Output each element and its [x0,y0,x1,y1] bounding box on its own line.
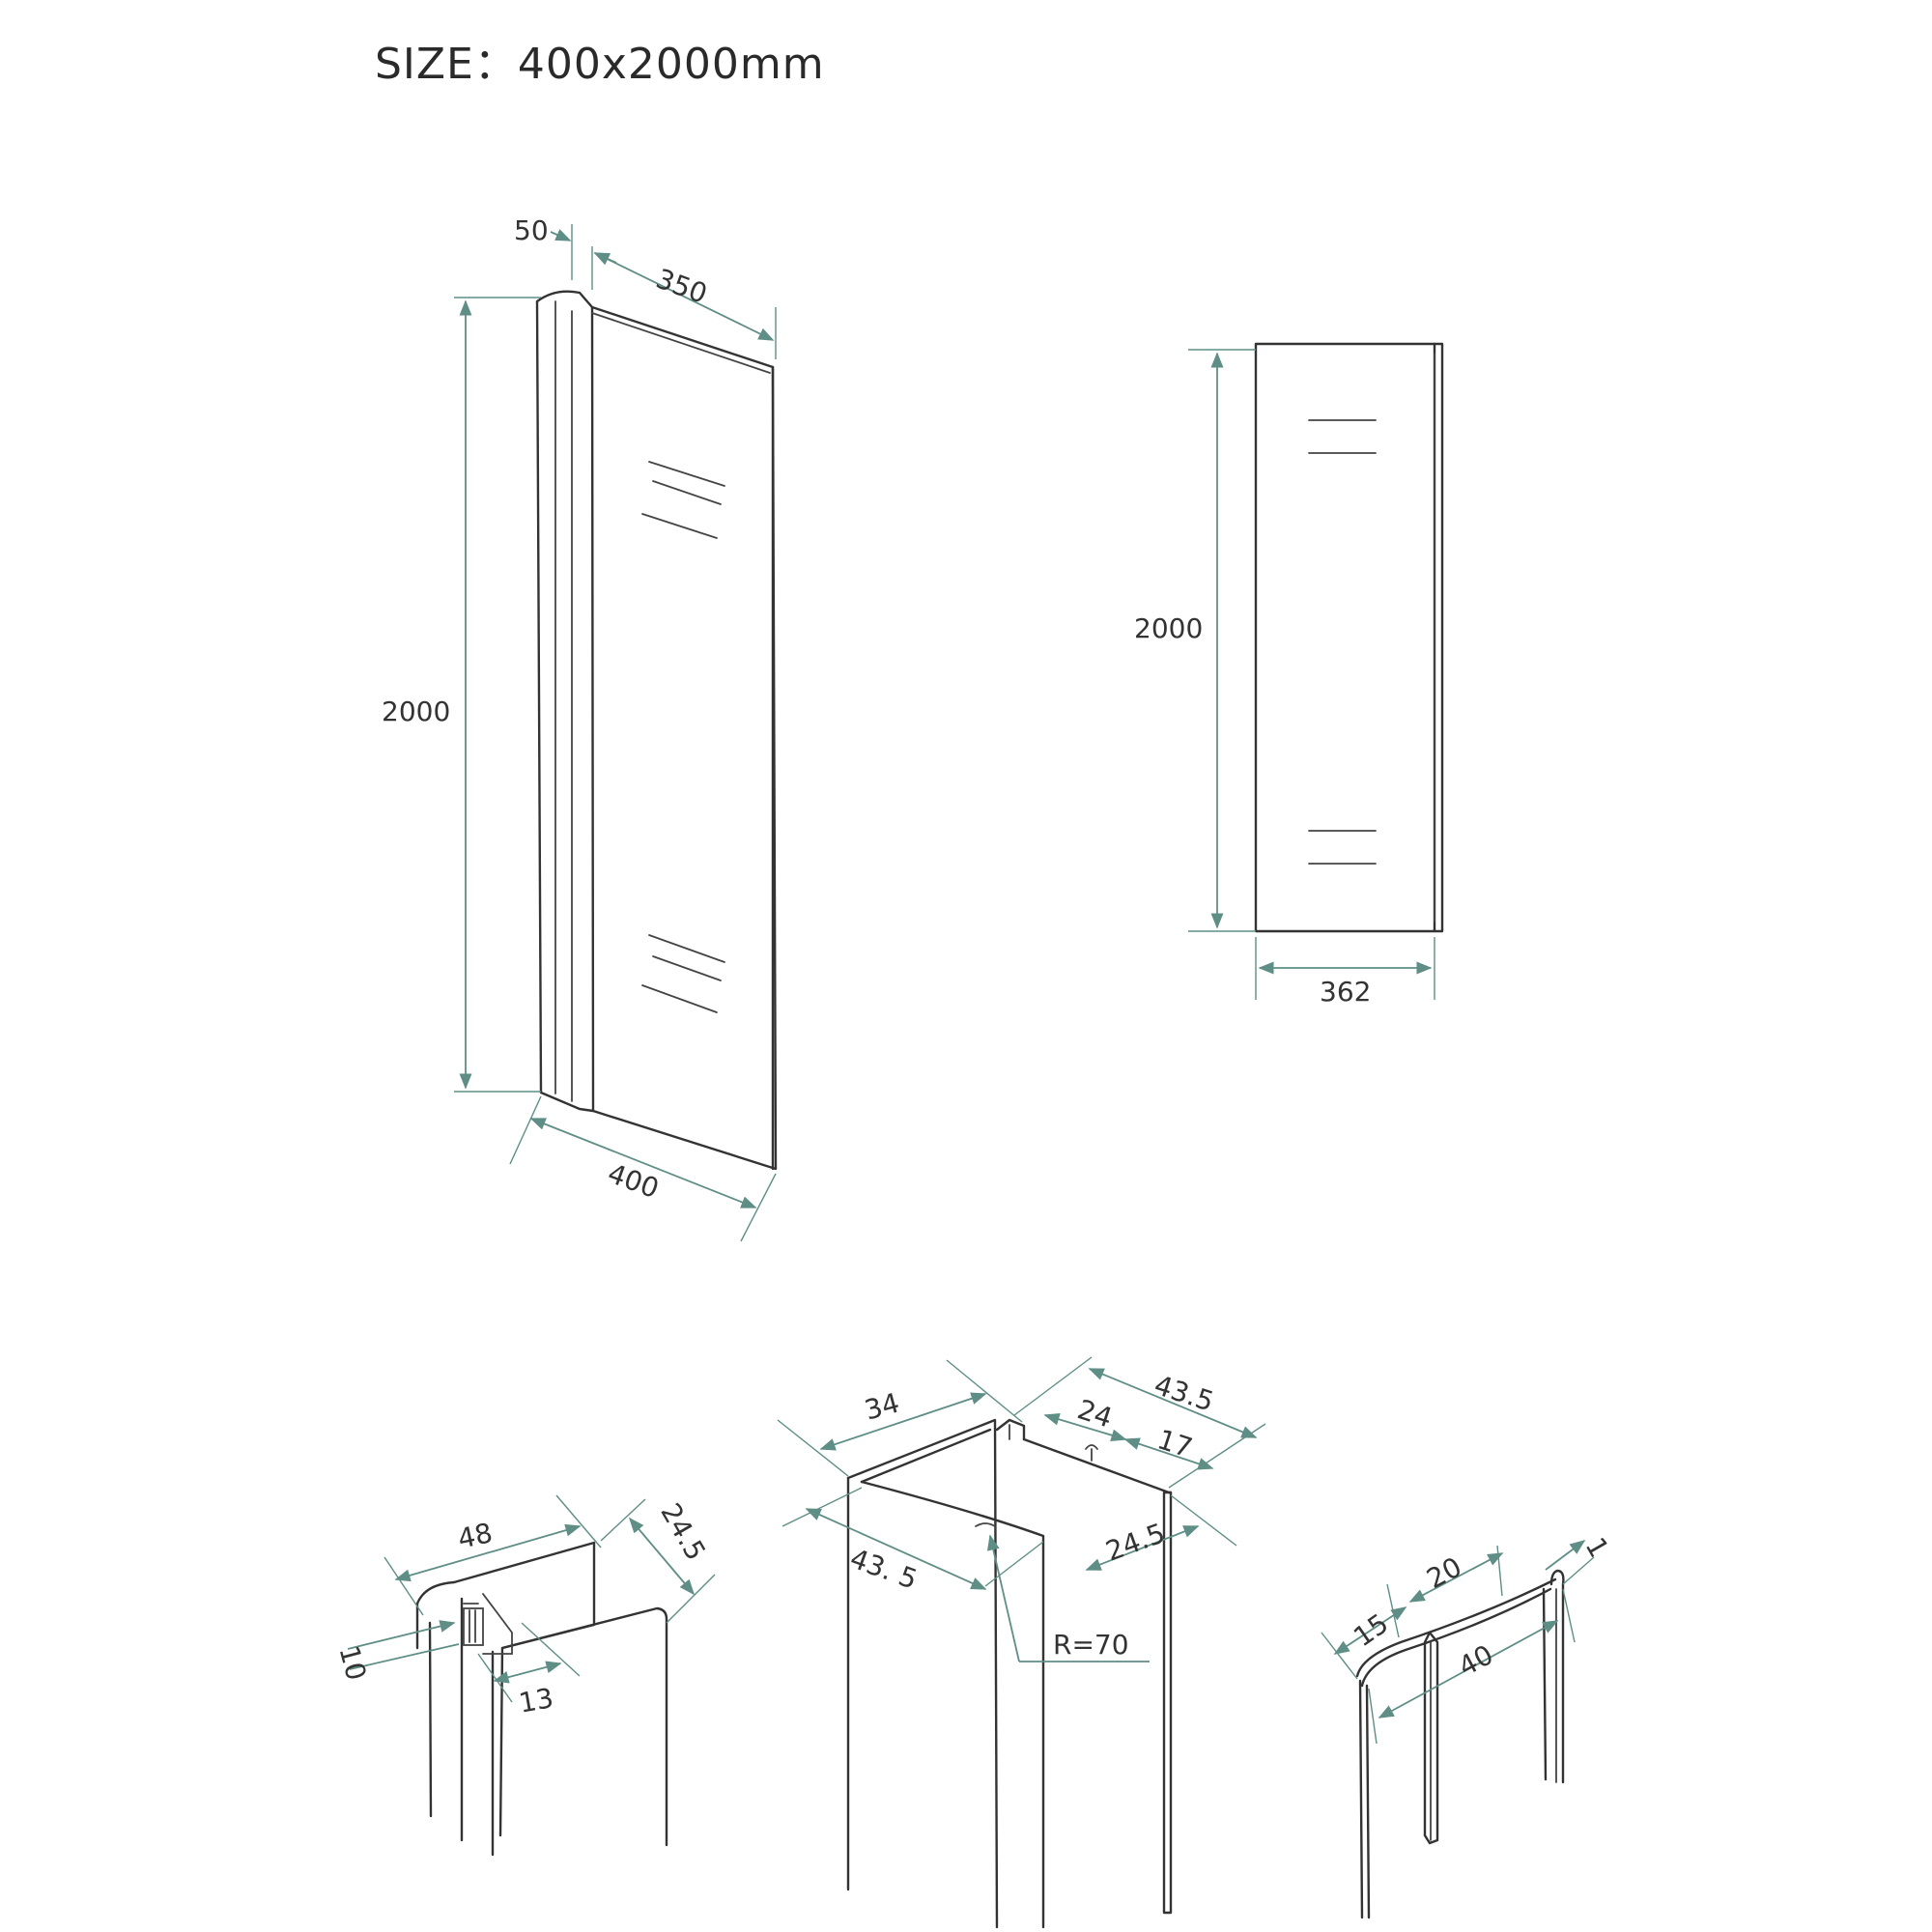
glass-width-label: 350 [652,263,712,310]
size-title: SIZE：400x2000mm [375,40,825,89]
total-width-label: 400 [604,1157,664,1205]
fixed-width-label: 362 [1320,976,1371,1008]
wall-profile-drawing: 48 24.5 10 13 [333,1494,716,1857]
hinge-offset-label: 17 [1153,1423,1196,1463]
seal-span-label: 20 [1422,1550,1467,1595]
hinge-top-left-label: 34 [862,1386,903,1426]
hinge-inner-label: 24 [1073,1393,1116,1434]
fixed-height-label: 2000 [1134,612,1203,644]
seal-lip-label: 15 [1348,1607,1394,1653]
hinged-height-label: 2000 [382,696,450,727]
wall-gap-label: 10 [333,1642,373,1684]
hinge-profile-drawing: 34 43.5 24 17 24.5 43. 5 R=70 [777,1356,1266,1929]
hinge-width-label: 50 [514,214,549,246]
hinge-arc-label: 43. 5 [846,1542,922,1595]
hinged-panel-drawing: 2000 50 350 400 [382,214,778,1242]
seal-total-label: 40 [1453,1638,1498,1683]
hinge-top-right-label: 43.5 [1151,1369,1217,1418]
fixed-panel-drawing: 2000 362 [1134,342,1444,1008]
wall-slot-label: 13 [517,1682,556,1719]
seal-profile-drawing: 15 20 1 40 [1321,1532,1615,1919]
hinge-side-label: 24.5 [1101,1517,1169,1567]
hinge-radius-label: R=70 [1053,1629,1129,1661]
wall-depth-label: 24.5 [654,1497,712,1565]
wall-width-label: 48 [455,1517,496,1555]
seal-tip-label: 1 [1579,1532,1615,1563]
